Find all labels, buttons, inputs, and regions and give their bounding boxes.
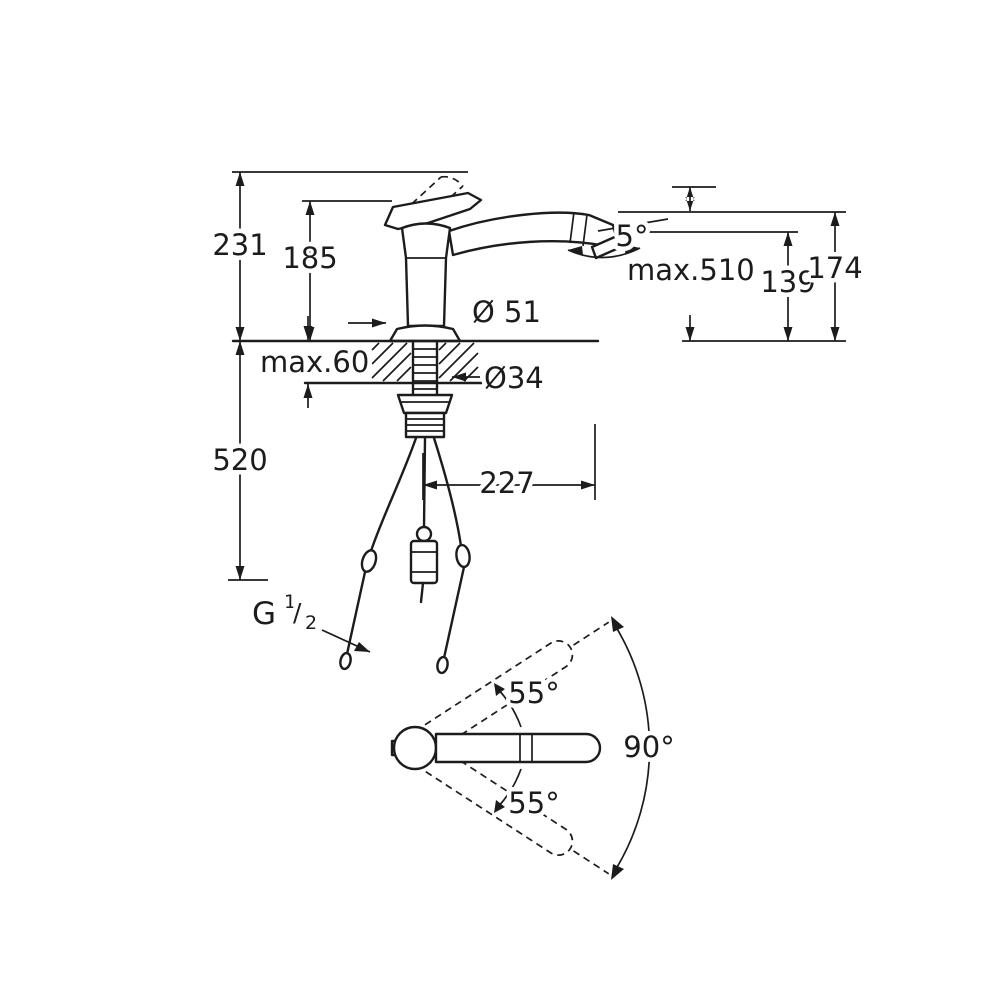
thread-letter: G [252, 596, 276, 632]
dim-spout-tilt: 5° [616, 219, 649, 253]
spout-position-lower-dashed [424, 746, 610, 875]
dashed-spout-outline-lower [424, 746, 574, 856]
hose-weight-body [409, 539, 439, 585]
swivel-arcs [494, 616, 651, 880]
dashed-leader-upper [573, 621, 610, 646]
spout-tilt-arc [567, 247, 641, 259]
pullout-hose-tail [419, 581, 425, 604]
thread-label: G 1 / 2 [248, 587, 322, 639]
thread-slash: / [293, 598, 302, 627]
angle-upper: 55° [508, 676, 559, 710]
thread-denominator: 2 [305, 612, 317, 634]
dim-spout-reach: 227 [479, 466, 534, 500]
hose-left-end-fitting [339, 651, 352, 671]
hose-weight-top [415, 525, 433, 543]
spout-arm [447, 211, 618, 257]
dim-base-diameter: Ø 51 [472, 295, 541, 329]
angle-lower: 55° [508, 786, 559, 820]
hose-right-end-fitting [436, 655, 449, 675]
swivel-arc-arrowheads [611, 616, 624, 880]
pullout-hose [422, 436, 427, 530]
hose-weight-detail [411, 551, 437, 573]
faucet-body [383, 191, 623, 343]
dim-deck-thickness: max.60 [260, 345, 369, 379]
shank-thread-ticks [413, 348, 437, 390]
dim-outlet-height: 139 [760, 265, 815, 299]
dashed-spout-outline-upper [424, 640, 574, 750]
dashed-leader-lower [573, 850, 610, 875]
corrugation-ridges [406, 418, 444, 432]
hose-left-fitting [360, 549, 378, 573]
dim-hose-drop: 520 [212, 443, 267, 477]
threaded-shank-sides [411, 339, 439, 397]
spout-plan-solid [390, 725, 602, 771]
angle-total: 90° [623, 730, 674, 764]
top-view: 55° 55° 90° [390, 616, 679, 880]
dim-pullout-length: max.510 [627, 253, 755, 287]
swivel-arc-total [615, 626, 651, 870]
thread-numerator: 1 [284, 591, 296, 613]
body-circle [392, 725, 438, 771]
dim-lever-height: 185 [282, 241, 337, 275]
spout-capsule-joints [519, 734, 533, 762]
dim-overall-height: 231 [212, 228, 267, 262]
hose-right-fitting [455, 543, 471, 569]
under-counter-assembly [339, 339, 471, 675]
spout-capsule [434, 732, 602, 764]
spray-head-joints [569, 211, 588, 247]
mounting-nut [396, 393, 454, 415]
hose-left-end [345, 570, 367, 656]
dim-hole-diameter: Ø34 [484, 361, 544, 395]
hose-left [369, 436, 418, 553]
counter-hatch-pattern [371, 342, 479, 382]
countertop [231, 339, 600, 385]
body-column [400, 222, 452, 328]
spout-position-upper-dashed [424, 621, 610, 750]
dim-spout-top-height: 174 [807, 251, 862, 285]
side-view: 231 185 5° max.510 139 174 Ø 51 max.60 Ø… [208, 171, 867, 675]
hose-right [432, 436, 463, 548]
dimensions [228, 171, 846, 653]
aerator [590, 234, 623, 260]
base-flange [388, 324, 462, 343]
hose-right-end [442, 565, 466, 660]
